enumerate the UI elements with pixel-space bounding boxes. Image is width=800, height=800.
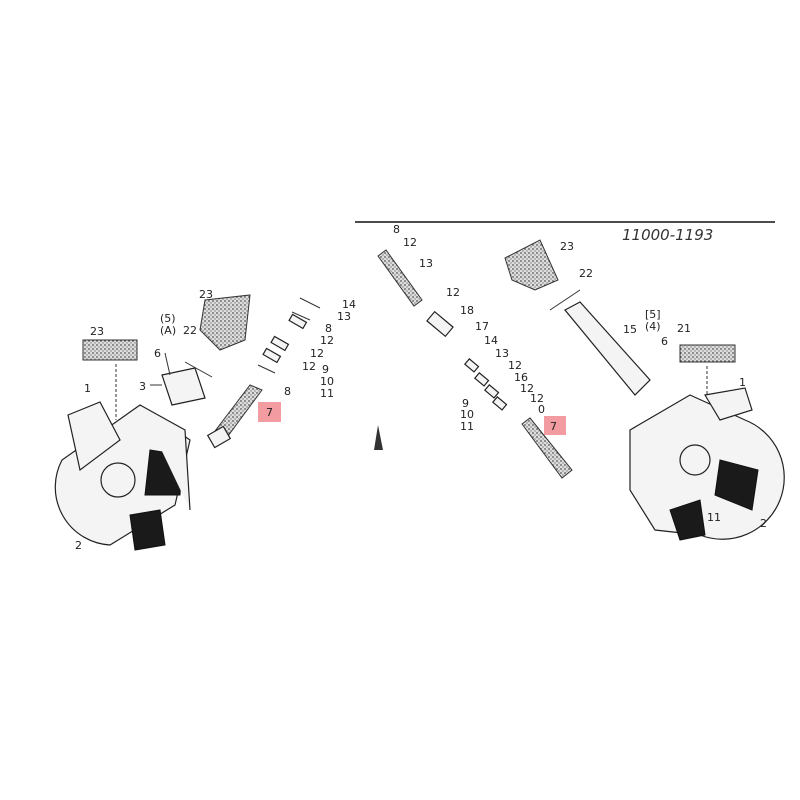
highlight-marker <box>258 402 281 422</box>
drawing-number: 11000-1193 <box>622 226 713 244</box>
cone-23 <box>199 294 251 351</box>
part-label: 12 <box>508 359 522 372</box>
part-label: 1 <box>84 382 91 395</box>
part-label: 16 <box>514 371 528 384</box>
part-label: 11 <box>707 511 721 524</box>
part-label: 14 <box>342 298 356 311</box>
part-label: 10 <box>320 375 334 388</box>
cone-23 <box>504 239 559 291</box>
part-label: 11 <box>320 387 334 400</box>
rotor-housing <box>54 401 191 551</box>
shaft-small-parts <box>257 297 321 374</box>
part-label: 13 <box>495 347 509 360</box>
rotor-housing <box>629 387 785 541</box>
part-label: 21 <box>677 322 691 335</box>
shaft-7 <box>206 384 263 449</box>
part-label: 22 <box>579 267 593 280</box>
part-label: 23 <box>560 240 574 253</box>
part-label: 13 <box>419 257 433 270</box>
arrow-marker <box>374 425 383 450</box>
part-label: 3 <box>139 380 146 393</box>
part-label: 12 <box>530 392 544 405</box>
highlighted-part-label[interactable]: 7 <box>266 406 273 419</box>
part-label: 14 <box>484 334 498 347</box>
part-label: 17 <box>475 320 489 333</box>
part-label: 8 <box>284 385 291 398</box>
left-assembly <box>54 294 321 551</box>
part-label: 6 <box>661 335 668 348</box>
part-label: 0 <box>538 403 545 416</box>
part-label: 12 <box>320 334 334 347</box>
part-label: 9 <box>462 397 469 410</box>
left-labels: 23 1 2 3 6 (5) (A) 22 23 14 13 8 12 12 1… <box>75 288 356 552</box>
part-label: 10 <box>460 408 474 421</box>
part-label: (4) <box>645 320 661 333</box>
part-label: 12 <box>310 347 324 360</box>
part-label: 22 <box>183 324 197 337</box>
band-part-21 <box>679 344 736 363</box>
part-label: 12 <box>520 382 534 395</box>
band-part-20 <box>82 339 138 361</box>
part-label: 8 <box>325 322 332 335</box>
part-label: 23 <box>199 288 213 301</box>
shaft-small-parts <box>463 357 508 411</box>
part-label: 23 <box>90 325 104 338</box>
part-label: 13 <box>337 310 351 323</box>
part-label: 9 <box>322 363 329 376</box>
part-18 <box>426 310 454 338</box>
part-label: 15 <box>623 323 637 336</box>
part-label: 18 <box>460 304 474 317</box>
part-label: (A) <box>160 324 176 337</box>
part-label: 6 <box>154 347 161 360</box>
right-labels: 8 12 13 12 18 17 14 13 12 16 12 12 0 9 1… <box>393 223 767 530</box>
part-label: 2 <box>760 517 767 530</box>
part-label: [5] <box>645 308 661 321</box>
part-label: 12 <box>302 360 316 373</box>
part-label: 11 <box>460 420 474 433</box>
part-label: 2 <box>75 539 82 552</box>
part-label: (5) <box>160 312 176 325</box>
part-label: 12 <box>446 286 460 299</box>
right-assembly <box>374 239 785 541</box>
shaft-13 <box>377 249 423 307</box>
part-label: 1 <box>739 376 746 389</box>
tube-15 <box>564 301 651 396</box>
part-label: 12 <box>403 236 417 249</box>
highlighted-part-label[interactable]: 7 <box>550 420 557 433</box>
shaft-7 <box>521 417 573 479</box>
bearing-block-3 <box>150 352 206 406</box>
highlight-marker <box>544 416 566 435</box>
part-label: 8 <box>393 223 400 236</box>
